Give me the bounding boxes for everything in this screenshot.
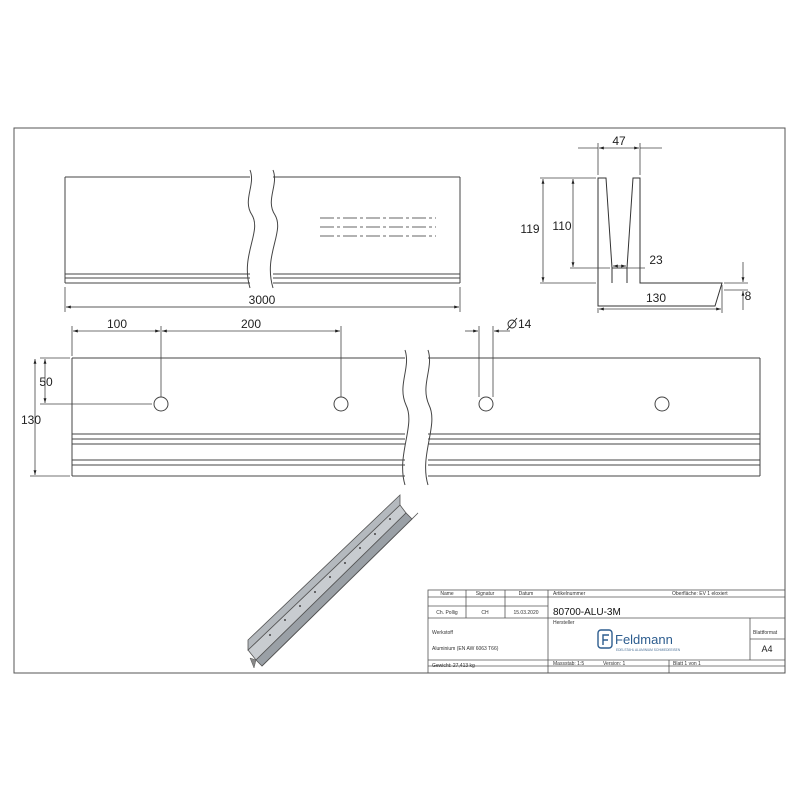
front-view xyxy=(64,169,461,289)
tb-sheet: Blatt 1 von 1 xyxy=(673,661,701,667)
tb-col-date: Datum xyxy=(519,591,534,597)
tb-format-value: A4 xyxy=(761,644,772,654)
tb-scale: Massstab: 1:5 xyxy=(553,661,584,667)
drawing-frame xyxy=(13,127,786,674)
tb-label-article: Artikelnummer xyxy=(553,591,586,597)
logo-text: Feldmann xyxy=(615,632,673,647)
dim-label-200: 200 xyxy=(241,317,261,331)
tb-label-material: Werkstoff xyxy=(432,630,454,636)
mounting-hole xyxy=(654,396,670,412)
tb-weight: Gewicht: 27,413 kg xyxy=(432,663,475,669)
dim-label-50: 50 xyxy=(39,375,53,389)
tb-label-format: Blattformat xyxy=(753,630,778,636)
tb-col-name: Name xyxy=(440,591,454,597)
dim-label-110: 110 xyxy=(552,219,571,233)
tb-material-value: Aluminium (EN AW 6063 T66) xyxy=(432,646,499,652)
dim-label-23: 23 xyxy=(649,253,663,267)
title-block xyxy=(427,589,786,674)
dim-label-130-plate: 130 xyxy=(21,413,41,427)
logo-subtext: EDELSTAHL ALUMINIUM SCHMIEDEEISEN xyxy=(616,648,681,652)
dim-label-8: 8 xyxy=(745,289,752,303)
mounting-hole xyxy=(333,396,349,412)
dim-label-100: 100 xyxy=(107,317,127,331)
dim-label-3000: 3000 xyxy=(249,293,276,307)
svg-text:14: 14 xyxy=(518,317,532,331)
feldmann-logo: Feldmann EDELSTAHL ALUMINIUM SCHMIEDEEIS… xyxy=(597,629,681,652)
top-view xyxy=(71,349,761,486)
dim-front-length: 3000 xyxy=(64,287,461,312)
tb-article-number: 80700-ALU-3M xyxy=(553,607,621,618)
mounting-hole xyxy=(478,396,494,412)
dim-label-119: 119 xyxy=(520,222,539,236)
dim-profile xyxy=(540,143,748,313)
tb-label-surface: Oberfläche: EV 1 eloxiert xyxy=(672,591,728,597)
tb-name-value: Ch. Pollig xyxy=(436,610,458,616)
dim-top-view xyxy=(30,326,510,477)
tb-col-signature: Signatur xyxy=(476,591,495,597)
side-profile-view xyxy=(597,177,723,307)
tb-version: Version: 1 xyxy=(603,661,625,667)
tb-label-manufacturer: Hersteller xyxy=(553,620,575,626)
tb-date-value: 15.03.2020 xyxy=(513,610,538,616)
mounting-hole xyxy=(153,396,169,412)
dim-label-diameter: 14 xyxy=(506,317,532,331)
dim-label-47: 47 xyxy=(612,134,626,148)
dim-label-130: 130 xyxy=(646,291,666,305)
tb-signature-value: CH xyxy=(481,610,489,616)
isometric-view xyxy=(247,494,419,669)
